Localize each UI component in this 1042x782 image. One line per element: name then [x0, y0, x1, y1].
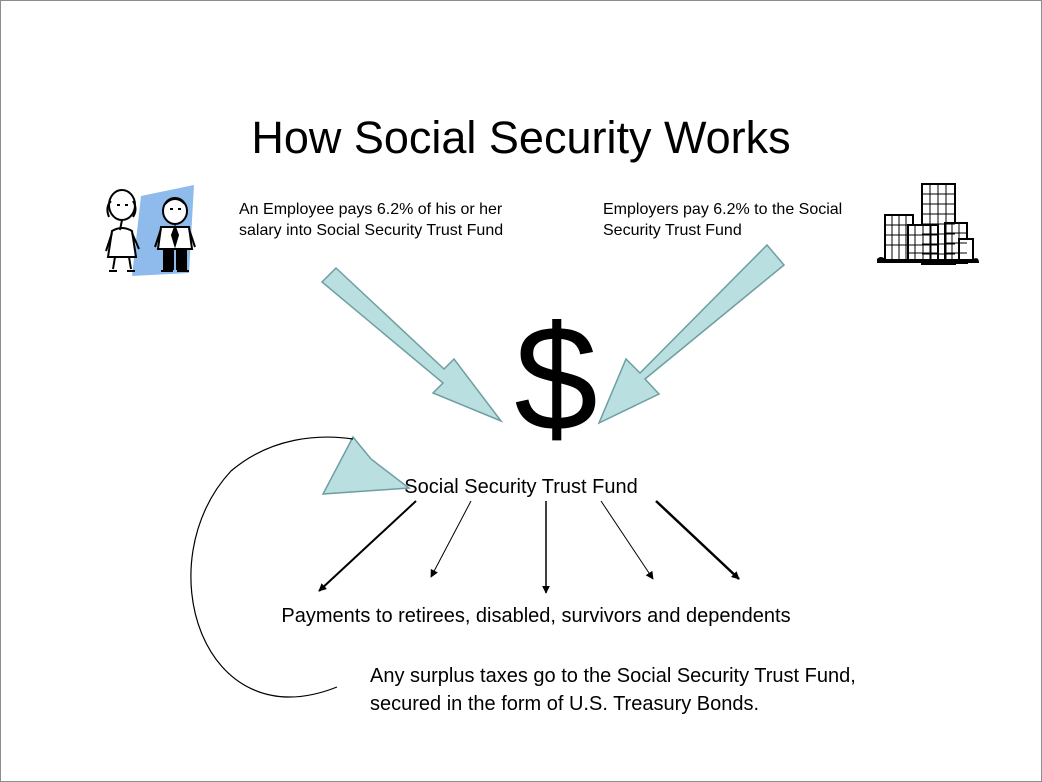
payments-label: Payments to retirees, disabled, survivor… — [281, 605, 791, 627]
surplus-return-arrowhead — [321, 435, 412, 495]
surplus-note: Any surplus taxes go to the Social Secur… — [370, 665, 856, 715]
employer-flow-arrow — [597, 243, 786, 425]
payment-arrow-2 — [430, 500, 472, 578]
employee-flow-arrow — [320, 266, 504, 423]
payment-arrow-4 — [600, 500, 654, 580]
employee-contribution-note: An Employee pays 6.2% of his or her sala… — [239, 201, 504, 239]
payment-arrow-1 — [318, 500, 417, 592]
payment-arrow-5 — [655, 500, 740, 580]
surplus-return-loop — [190, 436, 354, 698]
dollar-sign: $ — [514, 294, 598, 462]
slide-title: How Social Security Works — [251, 112, 791, 163]
employee-couple-icon — [105, 185, 196, 276]
trust-fund-label: Social Security Trust Fund — [404, 476, 638, 498]
employer-contribution-note: Employers pay 6.2% to the Social Securit… — [603, 201, 843, 239]
